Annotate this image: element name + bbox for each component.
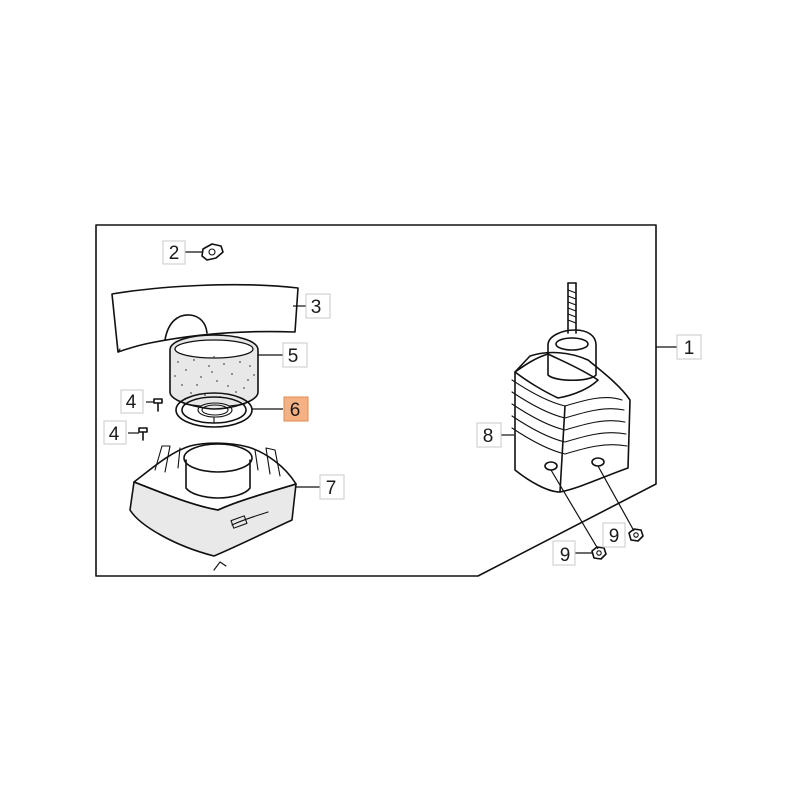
- callout-4-lower: 4: [103, 420, 127, 445]
- svg-text:2: 2: [169, 243, 180, 264]
- svg-text:9: 9: [560, 545, 571, 566]
- callout-7: 7: [319, 474, 345, 500]
- part-2-clip: [201, 243, 224, 261]
- svg-text:7: 7: [326, 478, 337, 499]
- callout-5: 5: [282, 342, 308, 368]
- callout-2: 2: [162, 240, 186, 265]
- svg-text:3: 3: [311, 297, 322, 318]
- callout-9-lower: 9: [552, 540, 576, 566]
- svg-text:4: 4: [109, 424, 120, 445]
- part-6-filter-support: [175, 392, 253, 428]
- callout-8: 8: [476, 422, 502, 448]
- part-3-cover: [111, 283, 299, 353]
- part-7-base: [129, 442, 297, 571]
- svg-text:8: 8: [483, 426, 494, 447]
- part-9-nut-lower: [591, 546, 607, 560]
- callout-1: 1: [676, 334, 702, 360]
- part-8-cylinder: [511, 282, 631, 493]
- assembly-frame: [95, 224, 657, 577]
- callout-4-upper: 4: [120, 389, 144, 414]
- svg-text:9: 9: [609, 526, 620, 547]
- svg-text:4: 4: [126, 392, 137, 413]
- part-9-nut-upper: [628, 528, 644, 542]
- part-5-foam-filter: [169, 334, 259, 410]
- svg-text:1: 1: [684, 338, 695, 359]
- callout-9-upper: 9: [602, 522, 626, 548]
- part-4-screw-lower: [138, 427, 148, 441]
- callout-6-highlighted: 6: [283, 396, 309, 422]
- part-4-screw-upper: [153, 398, 163, 412]
- callout-3: 3: [305, 293, 331, 319]
- svg-text:6: 6: [290, 400, 301, 421]
- svg-text:5: 5: [288, 346, 299, 367]
